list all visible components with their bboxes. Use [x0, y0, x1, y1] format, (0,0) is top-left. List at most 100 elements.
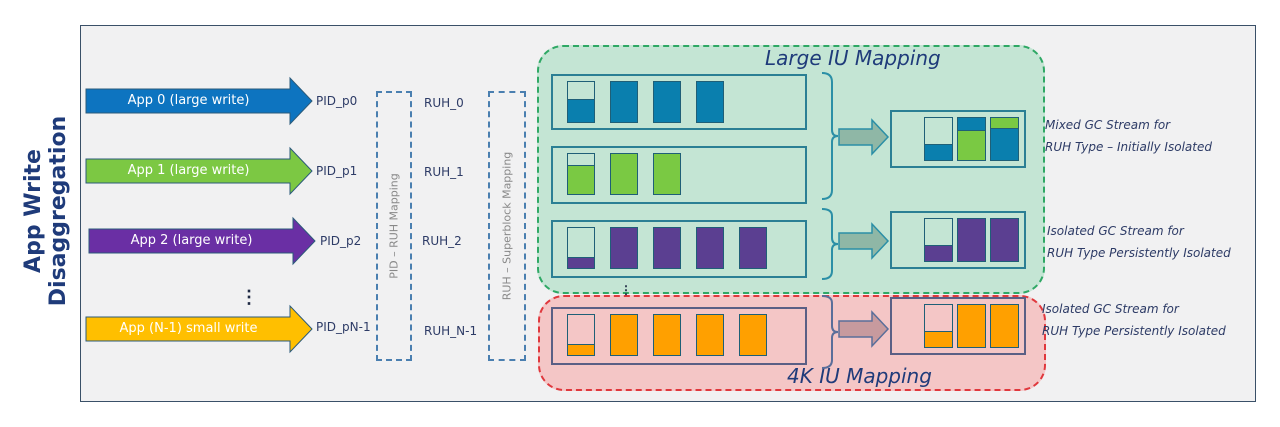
- app-arrow-2: App 2 (large write): [88, 216, 317, 266]
- pid-label-2: PID_p2: [320, 234, 362, 248]
- gc-label-line-2: RUH Type Persistently Isolated: [1042, 324, 1226, 338]
- ruh-label-2: RUH_2: [422, 234, 462, 248]
- gc-block-fill: [991, 219, 1018, 261]
- diagram-title: App Write Disaggregation: [6, 96, 86, 326]
- full-block: [696, 227, 724, 269]
- block-fill: [654, 315, 680, 355]
- pid-label-3: PID_pN-1: [316, 320, 371, 334]
- full-block: [739, 227, 767, 269]
- block-fill: [611, 315, 637, 355]
- full-block: [610, 227, 638, 269]
- full-block: [610, 81, 638, 123]
- app-ellipsis: ⋮: [240, 288, 258, 306]
- ruh-label-3: RUH_N-1: [424, 324, 478, 338]
- arrow-shape: [85, 146, 313, 196]
- title-line-2: Disaggregation: [46, 115, 71, 307]
- partial-block: [567, 81, 595, 123]
- gc-block-fill: [958, 219, 985, 261]
- block-fill: [568, 165, 594, 194]
- full-block: [610, 153, 638, 195]
- block-fill: [740, 228, 766, 268]
- gc-block-fill: [991, 305, 1018, 347]
- ruh-superblock-mapping: RUH – Superblock Mapping: [488, 91, 526, 361]
- gc-stream-box-1: [890, 211, 1026, 269]
- gc-block: [924, 218, 953, 262]
- superblock-row-2: [551, 220, 807, 278]
- superblock-row-0: [551, 74, 807, 130]
- gc-block: [990, 218, 1019, 262]
- block-fill: [611, 228, 637, 268]
- full-block: [653, 227, 681, 269]
- gc-block-fill: [958, 305, 985, 347]
- gc-block-fill: [958, 129, 985, 160]
- full-block: [653, 314, 681, 356]
- ruh-label-1: RUH_1: [424, 165, 464, 179]
- block-fill: [697, 315, 723, 355]
- app-label: App 2 (large write): [130, 233, 253, 248]
- block-fill: [568, 99, 594, 122]
- block-fill: [697, 228, 723, 268]
- app-arrow-3: App (N-1) small write: [85, 304, 314, 354]
- block-fill: [654, 154, 680, 194]
- ruh-superblock-mapping-label: RUH – Superblock Mapping: [500, 151, 514, 301]
- gc-block: [990, 304, 1019, 348]
- block-fill: [740, 315, 766, 355]
- gc-block-fill: [925, 144, 952, 160]
- gc-block: [924, 117, 953, 161]
- full-block: [696, 314, 724, 356]
- full-block: [653, 81, 681, 123]
- full-block: [696, 81, 724, 123]
- block-fill: [568, 344, 594, 355]
- gc-stream-label-2: Isolated GC Stream for RUH Type Persiste…: [1042, 298, 1226, 342]
- gc-block: [957, 304, 986, 348]
- block-fill: [697, 82, 723, 122]
- gc-label-line-1: Mixed GC Stream for: [1045, 118, 1171, 132]
- gc-block: [957, 218, 986, 262]
- brace-large-isolated: [821, 208, 839, 280]
- large-iu-region-title: Large IU Mapping: [765, 46, 941, 70]
- ruh-label-0: RUH_0: [424, 96, 464, 110]
- gc-stream-label-1: Isolated GC Stream for RUH Type Persiste…: [1047, 220, 1231, 264]
- superblock-row-3: [551, 307, 807, 365]
- gc-block: [957, 117, 986, 161]
- partial-block: [567, 153, 595, 195]
- superblock-row-1: [551, 146, 807, 204]
- gc-block-fill: [991, 127, 1018, 160]
- pid-label-1: PID_p1: [316, 164, 358, 178]
- arrow-shape: [88, 216, 316, 266]
- gc-arrow-1: [838, 222, 890, 260]
- small-iu-region-title: 4K IU Mapping: [787, 364, 932, 388]
- gc-arrow-0: [838, 118, 890, 156]
- gc-label-line-1: Isolated GC Stream for: [1047, 224, 1184, 238]
- arrow-shape: [85, 76, 313, 126]
- gc-block: [990, 117, 1019, 161]
- block-fill: [568, 257, 594, 268]
- gc-block-fill: [925, 245, 952, 261]
- gc-arrow-2: [838, 310, 890, 348]
- gc-stream-box-2: [890, 297, 1026, 355]
- brace-large-mixed: [821, 72, 839, 200]
- app-label: App 0 (large write): [127, 93, 250, 108]
- app-arrow-0: App 0 (large write): [85, 76, 314, 126]
- partial-block: [567, 227, 595, 269]
- pid-ruh-mapping-label: PID – RUH Mapping: [387, 173, 401, 279]
- pid-ruh-mapping: PID – RUH Mapping: [376, 91, 412, 361]
- block-fill: [654, 228, 680, 268]
- gc-block: [924, 304, 953, 348]
- block-fill: [654, 82, 680, 122]
- gc-label-line-1: Isolated GC Stream for: [1042, 302, 1179, 316]
- gc-block-fill: [925, 331, 952, 347]
- block-fill: [611, 82, 637, 122]
- app-label: App (N-1) small write: [119, 321, 258, 336]
- gc-label-line-2: RUH Type Persistently Isolated: [1047, 246, 1231, 260]
- ruh-ellipsis: ⋮: [620, 283, 632, 297]
- app-arrow-1: App 1 (large write): [85, 146, 314, 196]
- partial-block: [567, 314, 595, 356]
- pid-label-0: PID_p0: [316, 94, 358, 108]
- full-block: [739, 314, 767, 356]
- gc-stream-label-0: Mixed GC Stream for RUH Type – Initially…: [1045, 114, 1212, 158]
- gc-stream-box-0: [890, 110, 1026, 168]
- brace-small-isolated: [821, 295, 839, 369]
- full-block: [610, 314, 638, 356]
- app-label: App 1 (large write): [127, 163, 250, 178]
